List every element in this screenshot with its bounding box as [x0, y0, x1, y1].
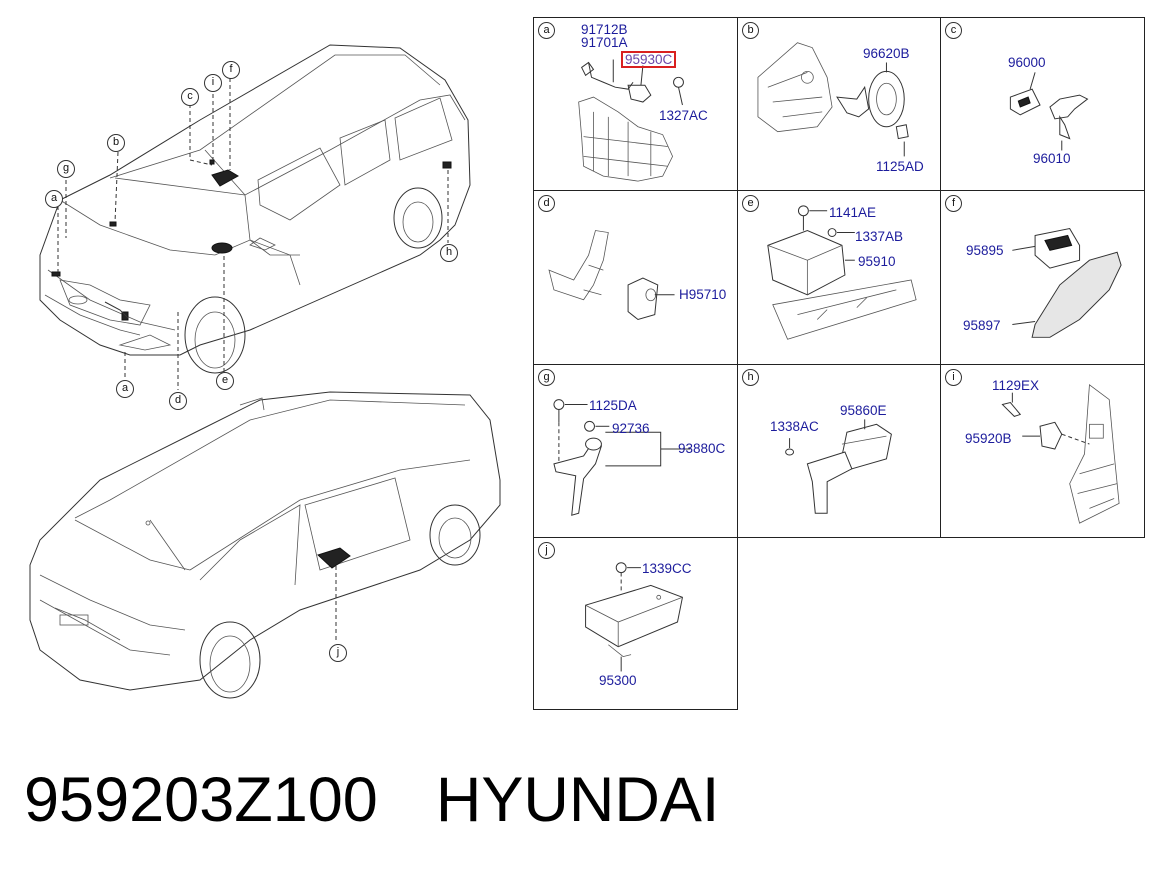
callout-a-bottom[interactable]: a [116, 380, 134, 398]
part-1125AD[interactable]: 1125AD [876, 159, 924, 174]
part-96000[interactable]: 96000 [1008, 55, 1046, 70]
part-96620B[interactable]: 96620B [863, 46, 910, 61]
part-1337AB[interactable]: 1337AB [855, 229, 904, 244]
part-95930C-highlighted[interactable]: 95930C [621, 51, 677, 68]
caption-part-number: 959203Z100 [24, 765, 378, 835]
caption-brand: HYUNDAI [435, 765, 720, 835]
cell-b-letter: b [742, 22, 759, 39]
cell-f[interactable]: f 95895 95897 [940, 190, 1145, 365]
cell-c-letter: c [945, 22, 962, 39]
callout-h[interactable]: h [440, 244, 458, 262]
cell-d-letter: d [538, 195, 555, 212]
callout-f[interactable]: f [222, 61, 240, 79]
front-view-car [39, 44, 471, 390]
cell-f-art [1012, 228, 1122, 338]
cell-g-letter: g [538, 369, 555, 386]
part-1141AE[interactable]: 1141AE [829, 205, 877, 220]
callout-c[interactable]: c [181, 88, 199, 106]
part-95300[interactable]: 95300 [599, 673, 637, 688]
cell-e[interactable]: e 1141AE 1337AB 95910 [737, 190, 941, 365]
part-93880C[interactable]: 93880C [678, 441, 726, 456]
cell-f-letter: f [945, 195, 962, 212]
callout-e[interactable]: e [216, 372, 234, 390]
vehicle-line-art [29, 44, 501, 699]
cell-b-art [757, 42, 909, 157]
part-95897[interactable]: 95897 [963, 318, 1001, 333]
part-95895[interactable]: 95895 [966, 243, 1004, 258]
parts-grid: a 91712B 91701A 95930C 1327AC b 96620B 1… [533, 17, 1145, 710]
callout-g[interactable]: g [57, 160, 75, 178]
part-1129EX[interactable]: 1129EX [992, 378, 1040, 393]
cell-h[interactable]: h 1338AC 95860E [737, 364, 941, 538]
cell-i[interactable]: i 1129EX 95920B [940, 364, 1145, 538]
cell-c[interactable]: c 96000 96010 [940, 17, 1145, 191]
part-1339CC[interactable]: 1339CC [642, 561, 692, 576]
cell-e-letter: e [742, 195, 759, 212]
rear-view-car [29, 391, 501, 699]
cell-e-art [767, 205, 917, 340]
cell-i-art [1001, 384, 1120, 524]
cell-a[interactable]: a 91712B 91701A 95930C 1327AC [533, 17, 738, 191]
cell-d-art [548, 230, 675, 321]
callout-d[interactable]: d [169, 392, 187, 410]
part-1327AC[interactable]: 1327AC [659, 108, 708, 123]
part-91701A[interactable]: 91701A [581, 35, 628, 50]
cell-c-art [1009, 72, 1089, 151]
cell-j[interactable]: j 1339CC 95300 [533, 537, 738, 710]
vehicle-illustrations: a g b c i f h a d e j [0, 0, 535, 720]
cell-j-letter: j [538, 542, 555, 559]
cell-g-art [553, 399, 691, 516]
caption: 959203Z100 HYUNDAI [24, 760, 719, 840]
callout-b[interactable]: b [107, 134, 125, 152]
cell-b[interactable]: b 96620B 1125AD [737, 17, 941, 191]
cell-j-art [585, 562, 684, 672]
part-1338AC[interactable]: 1338AC [770, 419, 819, 434]
cell-a-letter: a [538, 22, 555, 39]
cell-d[interactable]: d H95710 [533, 190, 738, 365]
callout-i[interactable]: i [204, 74, 222, 92]
callout-j[interactable]: j [329, 644, 347, 662]
part-1125DA[interactable]: 1125DA [589, 398, 637, 413]
cell-g[interactable]: g 1125DA 92736 93880C [533, 364, 738, 538]
part-95920B[interactable]: 95920B [965, 431, 1012, 446]
part-95860E[interactable]: 95860E [840, 403, 887, 418]
cell-h-art [785, 419, 892, 514]
part-91712B[interactable]: 91712B [581, 22, 628, 37]
cell-a-art [578, 59, 684, 182]
part-92736[interactable]: 92736 [612, 421, 650, 436]
cell-i-letter: i [945, 369, 962, 386]
part-95910[interactable]: 95910 [858, 254, 896, 269]
callout-a[interactable]: a [45, 190, 63, 208]
part-96010[interactable]: 96010 [1033, 151, 1071, 166]
cell-h-letter: h [742, 369, 759, 386]
part-H95710[interactable]: H95710 [679, 287, 727, 302]
